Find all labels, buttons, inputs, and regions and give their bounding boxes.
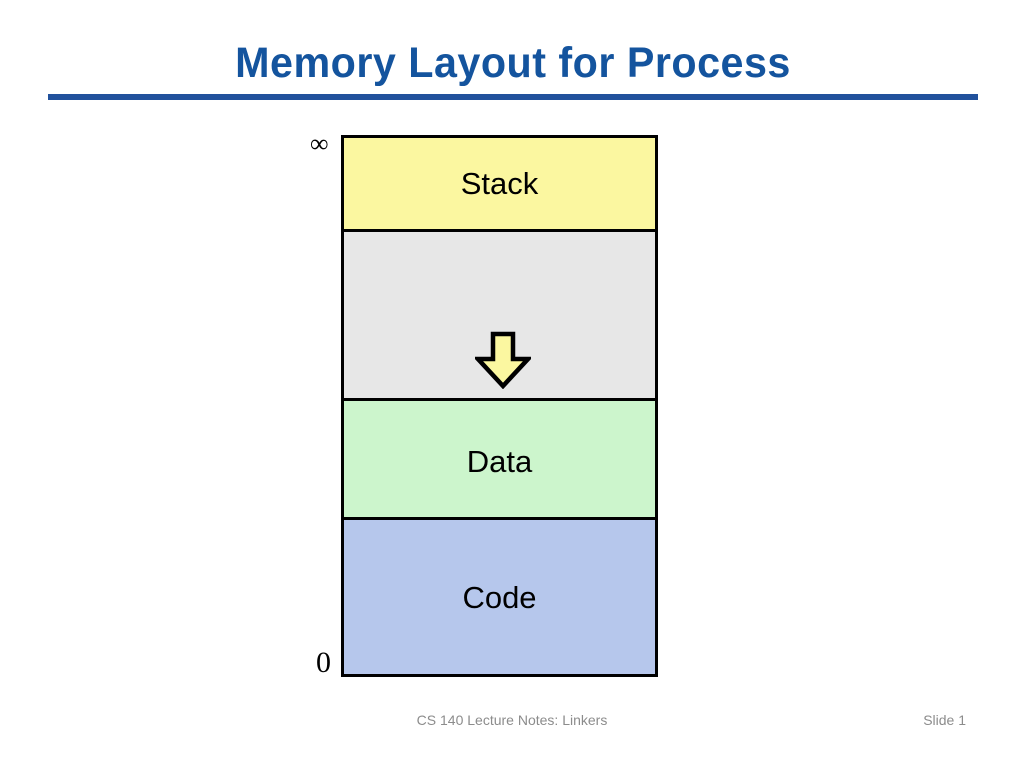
address-label-infinity: ∞ bbox=[310, 129, 329, 158]
footer-course-note: CS 140 Lecture Notes: Linkers bbox=[416, 712, 608, 728]
memory-segment-data-label: Data bbox=[466, 443, 533, 479]
memory-segment-code-label: Code bbox=[462, 579, 537, 615]
stack-growth-down-arrow bbox=[475, 331, 531, 389]
page-title: Memory Layout for Process bbox=[235, 39, 791, 87]
memory-segment-data: Data bbox=[341, 398, 658, 520]
memory-layout-diagram: Stack Data Code bbox=[341, 135, 658, 677]
memory-segment-stack-label: Stack bbox=[460, 166, 539, 201]
title-divider-rule bbox=[48, 94, 978, 100]
memory-segment-free-space bbox=[341, 229, 658, 499]
memory-segment-stack: Stack bbox=[341, 135, 658, 232]
memory-segment-code: Code bbox=[341, 517, 658, 677]
footer-slide-number: Slide 1 bbox=[923, 712, 966, 728]
address-label-zero: 0 bbox=[316, 646, 331, 679]
